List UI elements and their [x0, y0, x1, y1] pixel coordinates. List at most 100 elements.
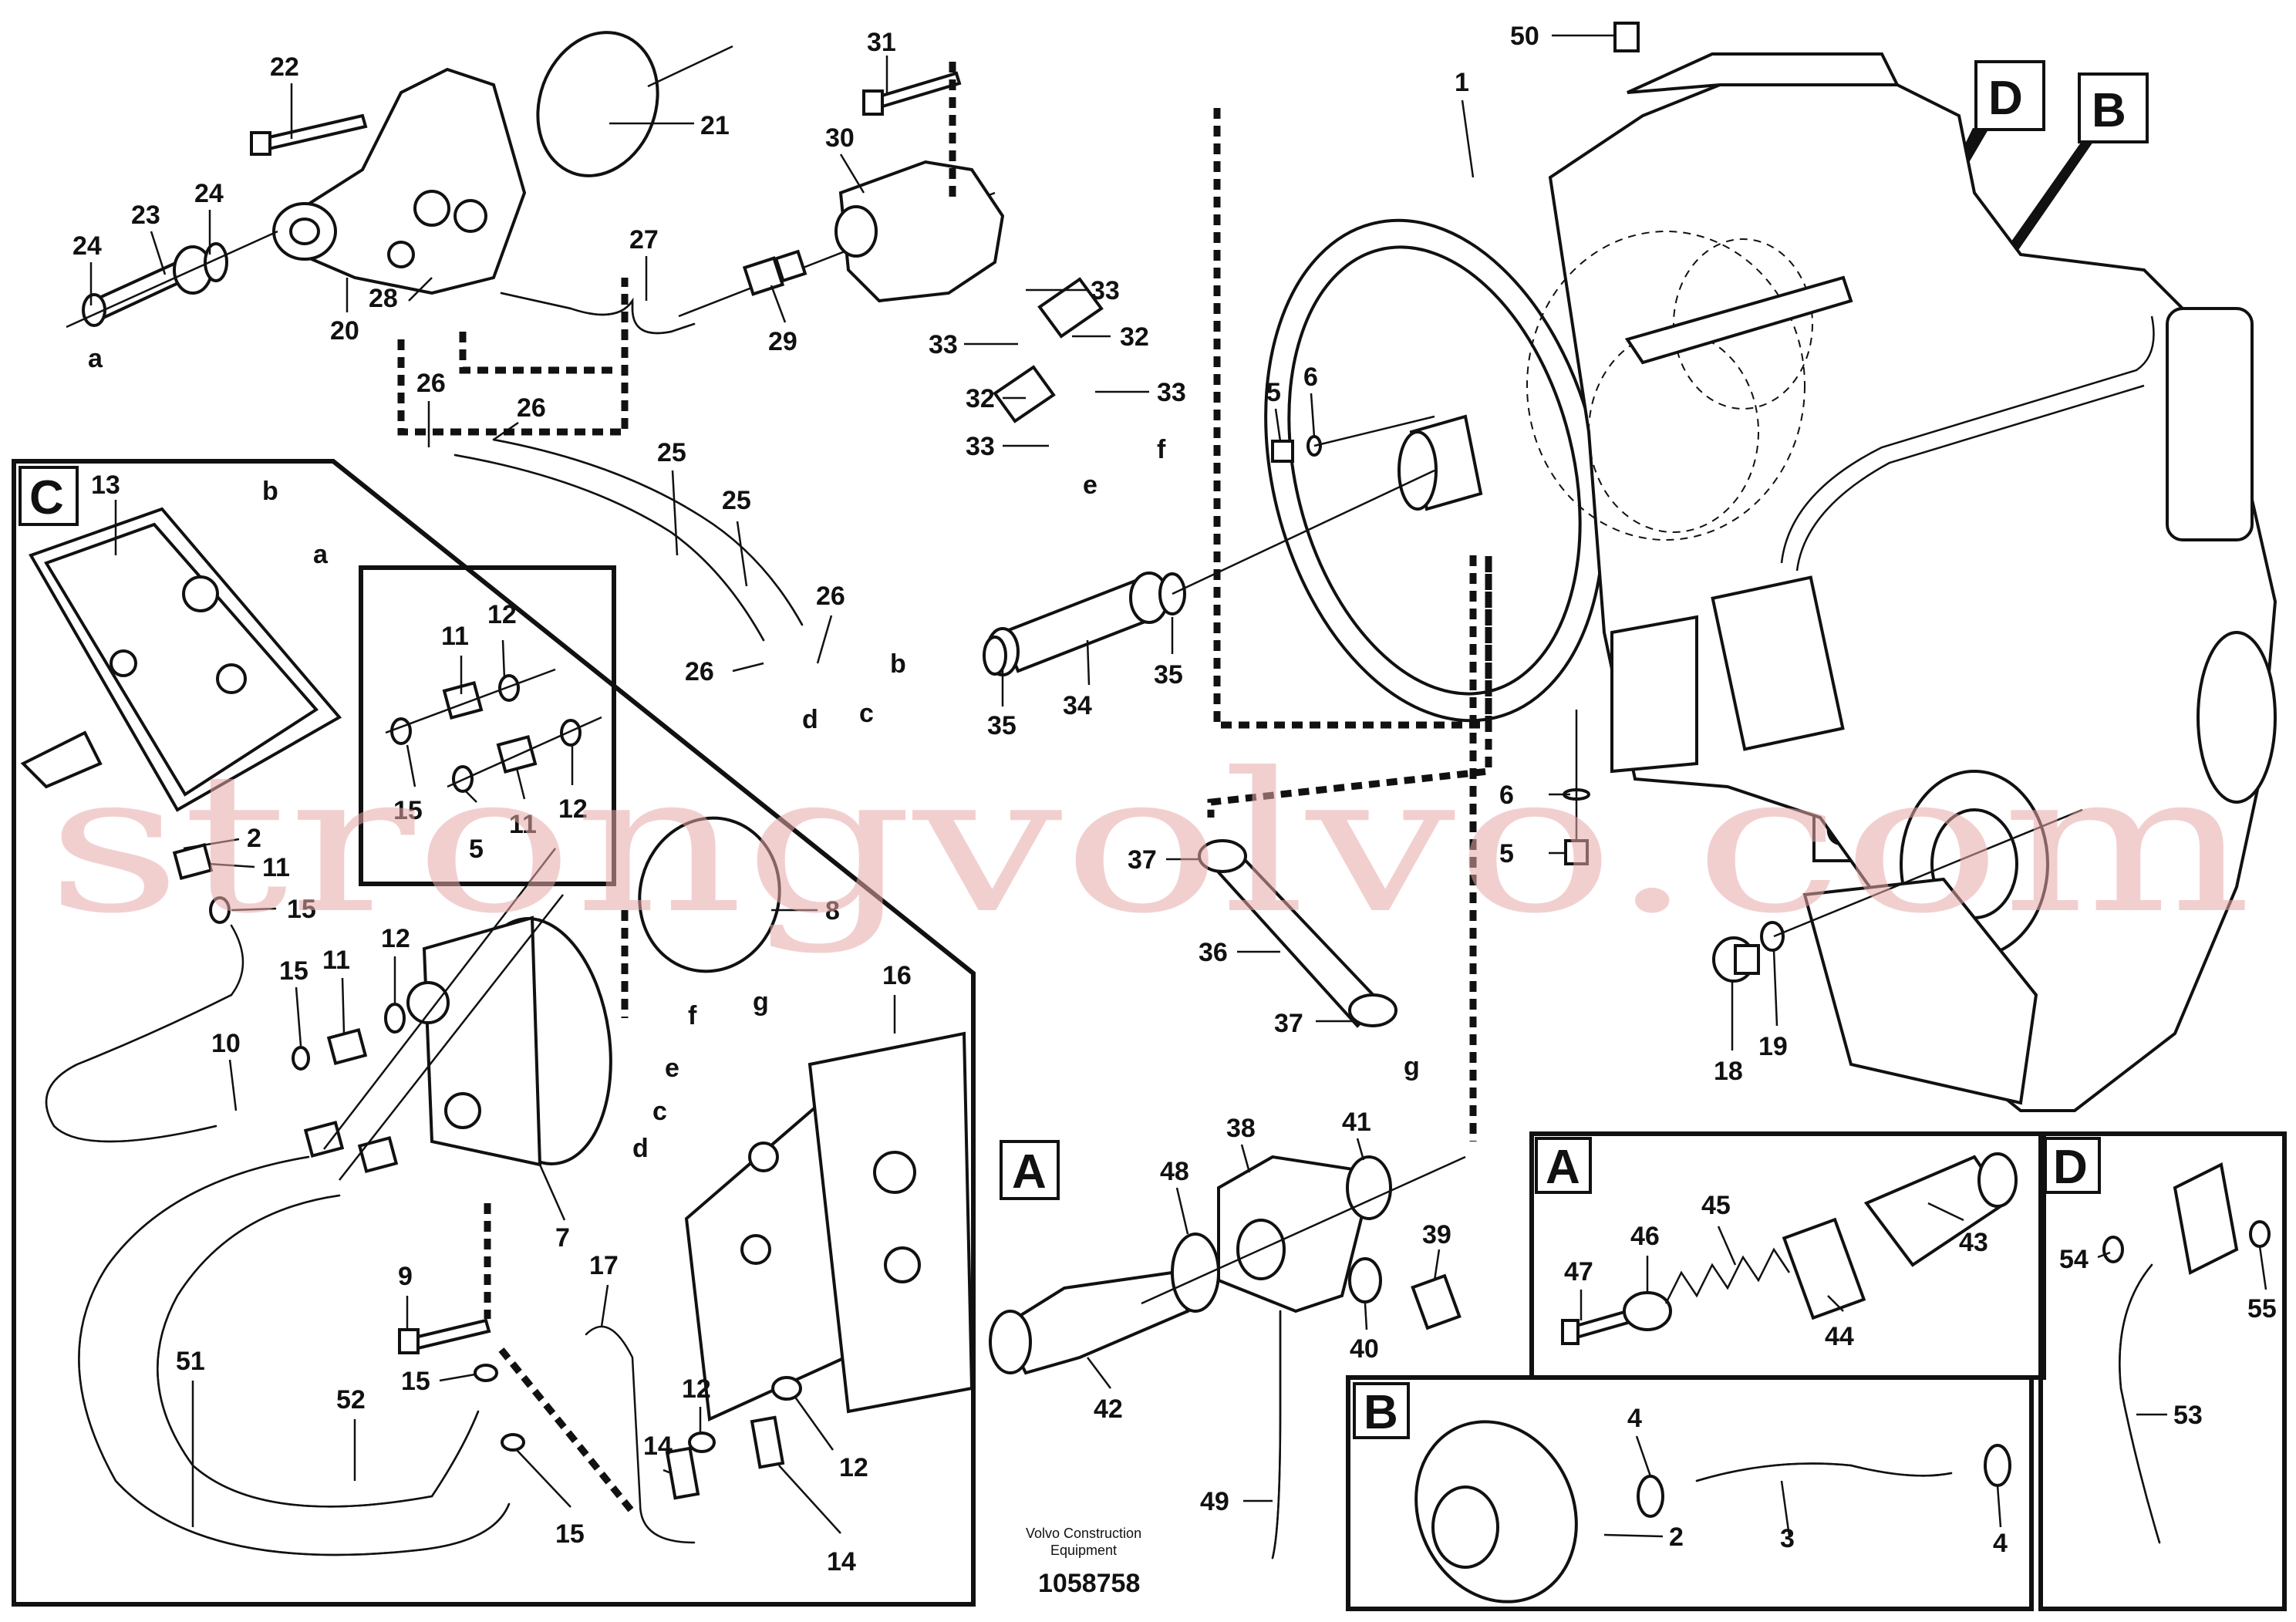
label-25a: 25 — [657, 438, 686, 467]
box-letter-b-inset-text: B — [1364, 1386, 1398, 1439]
label-b1: b — [890, 649, 906, 679]
box-letter-a-inset: A — [1535, 1137, 1592, 1194]
detail-frame-c — [12, 459, 976, 1607]
label-46: 46 — [1630, 1222, 1660, 1251]
label-36: 36 — [1199, 938, 1228, 967]
detail-b-parts — [1414, 1420, 2011, 1603]
label-49: 49 — [1200, 1487, 1229, 1516]
fitting-11d — [326, 1027, 368, 1066]
o-ring-12b — [560, 719, 582, 747]
label-2b: 2 — [1669, 1523, 1684, 1552]
label-12c: 12 — [381, 924, 410, 953]
label-29: 29 — [768, 327, 797, 356]
part-labels: 50 1 22 21 31 30 24 23 24 27 28 20 29 33… — [72, 22, 2277, 1576]
hose-10 — [45, 993, 233, 1143]
document-number: 1058758 — [1038, 1569, 1140, 1598]
label-26c: 26 — [816, 582, 845, 611]
label-52: 52 — [336, 1385, 366, 1415]
label-10: 10 — [211, 1029, 241, 1058]
label-55: 55 — [2247, 1294, 2277, 1324]
label-42: 42 — [1094, 1394, 1123, 1424]
label-4b: 4 — [1993, 1529, 2008, 1558]
detail-frame-b-inset — [1346, 1375, 2034, 1611]
label-25b: 25 — [722, 486, 751, 515]
box-letter-a-left: A — [1000, 1140, 1060, 1200]
o-ring-35a — [983, 636, 1007, 676]
o-ring-37a — [1198, 839, 1247, 873]
watermark: strongvolvo.com — [46, 731, 2252, 956]
box-letter-d-inset: D — [2044, 1137, 2101, 1194]
label-d2: d — [632, 1134, 649, 1163]
fitting-29 — [742, 249, 807, 296]
label-44: 44 — [1825, 1322, 1854, 1351]
label-6a: 6 — [1303, 363, 1318, 392]
label-f1: f — [1157, 435, 1166, 464]
pin-32a — [1037, 277, 1104, 339]
washer-19 — [1760, 921, 1785, 952]
fitting-14a — [665, 1446, 700, 1500]
label-11b: 11 — [509, 810, 537, 839]
label-41: 41 — [1342, 1108, 1371, 1137]
label-27: 27 — [629, 225, 659, 255]
label-26a: 26 — [416, 369, 446, 398]
label-16: 16 — [882, 961, 912, 990]
fitting-14b — [750, 1415, 785, 1469]
pin-32b — [993, 365, 1056, 423]
label-24a: 24 — [72, 231, 102, 261]
snap-ring-21 — [536, 31, 659, 177]
label-21: 21 — [700, 111, 730, 140]
label-35a: 35 — [987, 711, 1017, 740]
o-ring-12c — [384, 1003, 406, 1034]
label-19: 19 — [1758, 1032, 1788, 1061]
label-30: 30 — [825, 123, 855, 153]
fitting-pump-b — [357, 1135, 399, 1174]
dashed-pipe-main — [1207, 108, 1492, 818]
label-12a: 12 — [487, 600, 517, 629]
label-15b: 15 — [287, 895, 316, 924]
fitting-11c — [172, 842, 214, 881]
hose-52 — [157, 1194, 480, 1508]
label-37b: 37 — [1274, 1009, 1303, 1038]
label-g1: g — [753, 987, 769, 1017]
label-33c: 33 — [1157, 378, 1186, 407]
box-letter-d-inset-text: D — [2053, 1141, 2088, 1194]
label-13: 13 — [91, 470, 120, 500]
label-17: 17 — [589, 1251, 619, 1280]
box-letter-b-callout-text: B — [2092, 84, 2126, 137]
plug-18 — [1712, 936, 1760, 983]
label-31: 31 — [867, 28, 896, 57]
hose-49 — [1271, 1310, 1282, 1560]
washer-40 — [1348, 1257, 1382, 1303]
label-38: 38 — [1226, 1114, 1256, 1143]
caption-line-2: Equipment — [1050, 1543, 1117, 1558]
label-12b: 12 — [558, 794, 588, 824]
pump-7 — [406, 916, 612, 1167]
tube-23 — [82, 242, 228, 327]
fitting-11a — [442, 680, 484, 720]
label-5c: 5 — [1499, 839, 1514, 868]
plug-50 — [1613, 22, 1640, 52]
label-a2: a — [313, 540, 329, 569]
label-33a: 33 — [1091, 276, 1120, 305]
label-8: 8 — [825, 896, 840, 926]
valve-42 — [989, 1270, 1190, 1375]
label-g2: g — [1404, 1052, 1420, 1081]
label-1: 1 — [1455, 68, 1469, 97]
fitting-11b — [496, 734, 538, 774]
o-ring-12d — [688, 1431, 716, 1453]
label-26b: 26 — [517, 393, 546, 423]
label-11d: 11 — [322, 946, 350, 975]
label-c1: c — [859, 699, 874, 728]
label-24b: 24 — [194, 179, 224, 208]
box-letter-c-main: C — [19, 466, 79, 526]
box-letter-d-callout-text: D — [1988, 72, 2023, 125]
box-letter-a-left-text: A — [1012, 1145, 1047, 1199]
label-18: 18 — [1714, 1057, 1743, 1086]
valve-block-16 — [684, 1031, 974, 1421]
label-26d: 26 — [685, 657, 714, 686]
label-23: 23 — [131, 201, 160, 230]
label-f2: f — [688, 1001, 697, 1030]
label-47: 47 — [1564, 1257, 1593, 1286]
label-34: 34 — [1063, 691, 1092, 720]
label-a: a — [88, 344, 103, 373]
